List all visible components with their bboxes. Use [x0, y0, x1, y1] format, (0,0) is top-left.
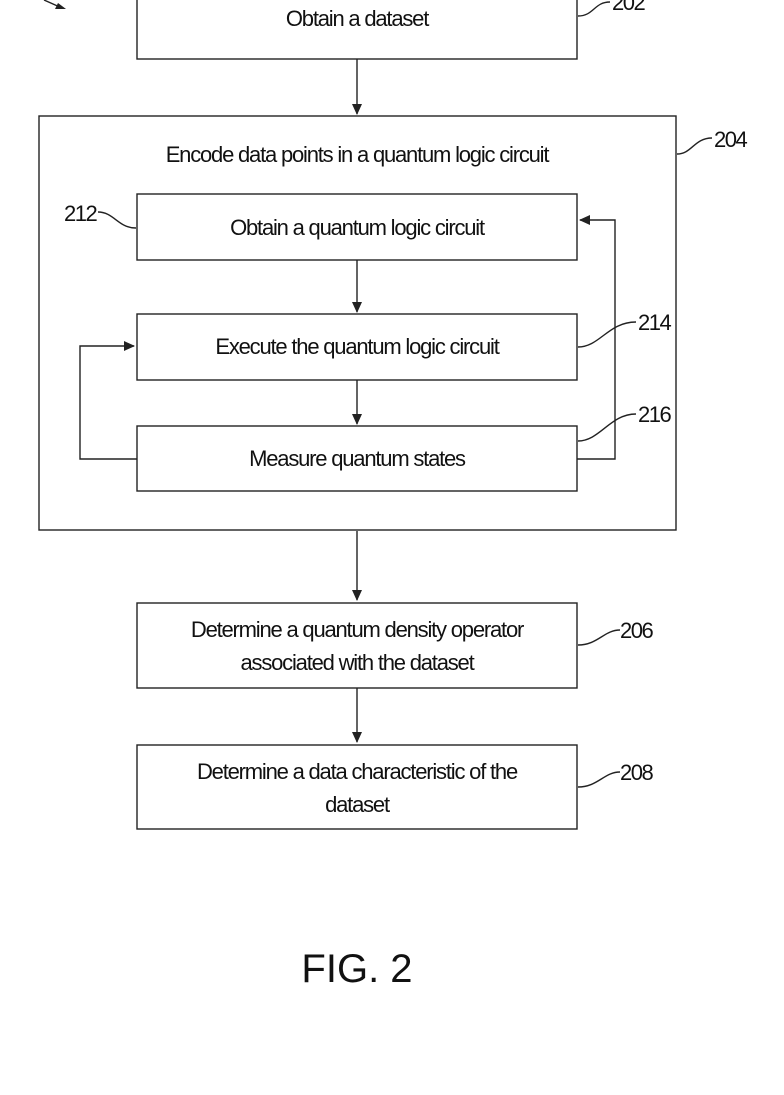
step-data-characteristic: Determine a data characteristic of the d… [137, 745, 577, 829]
step-measure-states-label: Measure quantum states [249, 446, 466, 471]
step-obtain-circuit: Obtain a quantum logic circuit [137, 194, 577, 260]
step-obtain-circuit-label: Obtain a quantum logic circuit [230, 215, 485, 240]
step-encode-label: Encode data points in a quantum logic ci… [166, 142, 550, 167]
figure-label: FIG. 2 [301, 947, 412, 991]
step-density-operator-line1: Determine a quantum density operator [191, 617, 524, 642]
step-obtain-dataset-label: Obtain a dataset [286, 6, 429, 31]
loop-measure-to-execute [80, 346, 137, 459]
ref-212: 212 [64, 201, 97, 226]
step-data-characteristic-line1: Determine a data characteristic of the [197, 759, 518, 784]
ref-204-leader [677, 138, 712, 154]
ref-206-leader [578, 630, 620, 645]
ref-202-leader [578, 2, 610, 16]
step-data-characteristic-line2: dataset [325, 792, 390, 817]
ref-208: 208 [620, 760, 653, 785]
ref-216: 216 [638, 402, 671, 427]
ref-204: 204 [714, 127, 747, 152]
step-execute-circuit: Execute the quantum logic circuit [137, 314, 577, 380]
step-density-operator-box [137, 603, 577, 688]
ref-202: 202 [612, 0, 645, 15]
step-density-operator: Determine a quantum density operator ass… [137, 603, 577, 688]
ref-216-leader [578, 414, 636, 441]
step-obtain-dataset: Obtain a dataset [137, 0, 577, 59]
step-measure-states: Measure quantum states [137, 426, 577, 491]
ref-214-leader [578, 322, 636, 347]
ref-212-leader [98, 212, 136, 228]
ref-208-leader [578, 772, 620, 787]
top-left-leader-arrow [55, 3, 66, 9]
ref-214: 214 [638, 310, 671, 335]
step-density-operator-line2: associated with the dataset [241, 650, 475, 675]
step-execute-circuit-label: Execute the quantum logic circuit [215, 334, 499, 359]
loop-measure-to-obtain-circuit [577, 220, 615, 459]
ref-206: 206 [620, 618, 653, 643]
